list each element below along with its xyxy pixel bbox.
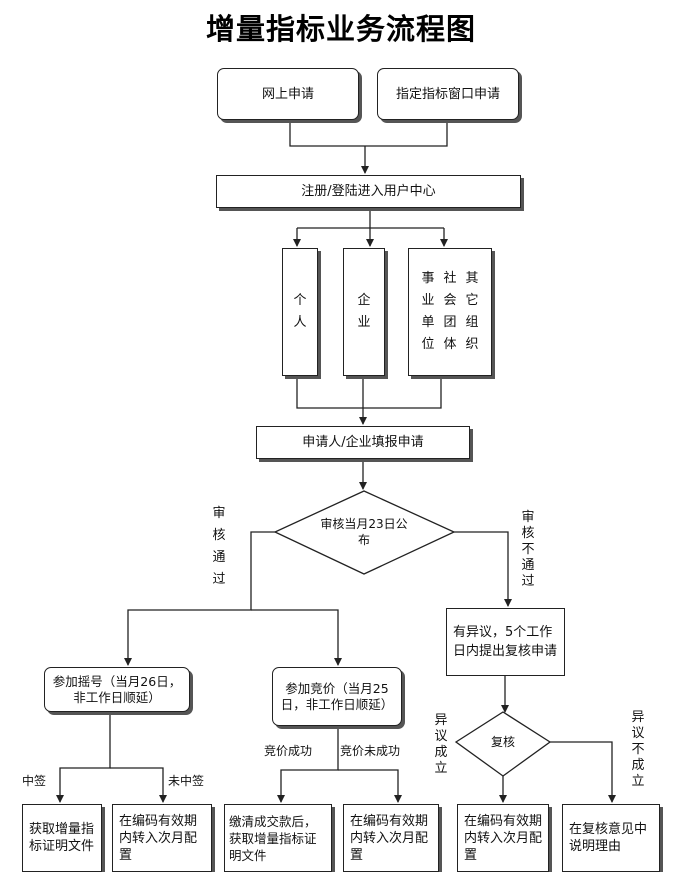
page-title: 增量指标业务流程图 [205, 12, 476, 46]
other-orgs-col-1: 其它组织 [465, 271, 479, 352]
lottery-label: 参加摇号（当月26日，非工作日顺延） [52, 673, 182, 705]
individual-label: 个人 [293, 293, 307, 330]
window-apply-label: 指定指标窗口申请 [395, 86, 500, 102]
label-objection-valid: 异议成立 [434, 713, 448, 776]
register-login-box: 注册/登陆进入用户中心 [216, 175, 521, 208]
carry-next-bid-label: 在编码有效期内转入次月配置 [350, 813, 429, 863]
connector-to-bidding [251, 609, 342, 666]
enterprise-box: 企业 [343, 248, 385, 376]
connector-window [365, 120, 448, 147]
objection-box: 有异议，5个工作日内提出复核申请 [446, 608, 565, 676]
online-apply-box: 网上申请 [217, 68, 359, 120]
fill-apply-box: 申请人/企业填报申请 [256, 426, 470, 459]
bidding-box: 参加竞价（当月25日，非工作日顺延） [272, 667, 402, 726]
connector-recheck-invalid [550, 741, 616, 803]
review-decision-label: 审核当月23日公布 [320, 517, 408, 547]
label-bid-success: 竞价成功 [264, 744, 313, 758]
connector-review-fail [454, 531, 512, 607]
connector-bid-fail [338, 769, 402, 803]
label-not-win: 未中签 [168, 774, 205, 788]
decision-review-diamond [273, 490, 456, 575]
enterprise-label: 企业 [357, 293, 371, 330]
online-apply-label: 网上申请 [261, 86, 314, 102]
label-win: 中签 [22, 774, 47, 788]
explain-reason-label: 在复核意见中说明理由 [569, 822, 648, 854]
connector-online [289, 120, 365, 147]
label-objection-invalid: 异议不成立 [631, 710, 645, 789]
carry-next-recheck-box: 在编码有效期内转入次月配置 [457, 804, 549, 872]
lottery-box: 参加摇号（当月26日，非工作日顺延） [44, 667, 190, 712]
label-review-fail: 审核不通过 [521, 510, 535, 589]
bidding-label: 参加竞价（当月25日，非工作日顺延） [280, 680, 394, 712]
explain-reason-box: 在复核意见中说明理由 [562, 804, 660, 872]
pay-get-cert-box: 缴清成交款后，获取增量指标证明文件 [224, 804, 332, 872]
connector-bid-down [277, 726, 339, 803]
pay-get-cert-label: 缴清成交款后，获取增量指标证明文件 [229, 813, 317, 863]
decision-recheck-diamond [454, 711, 552, 777]
other-orgs-box: 其它组织 社会团体 事业单位 [408, 248, 492, 376]
carry-next-recheck-label: 在编码有效期内转入次月配置 [464, 813, 543, 863]
connector-individual-down [296, 376, 442, 409]
register-login-label: 注册/登陆进入用户中心 [301, 184, 436, 199]
window-apply-box: 指定指标窗口申请 [377, 68, 519, 120]
objection-label: 有异议，5个工作日内提出复核申请 [453, 625, 558, 659]
get-cert-lottery-box: 获取增量指标证明文件 [22, 804, 102, 872]
label-review-pass: 审核通过 [212, 506, 226, 587]
carry-next-bid-box: 在编码有效期内转入次月配置 [343, 804, 439, 872]
individual-box: 个人 [282, 248, 318, 376]
connector-lottery-notwin [110, 767, 167, 803]
recheck-label: 复核 [490, 735, 515, 749]
connector-review-pass [124, 531, 275, 666]
fill-apply-label: 申请人/企业填报申请 [302, 435, 424, 450]
connector-lottery-down [56, 712, 111, 803]
carry-next-lottery-box: 在编码有效期内转入次月配置 [112, 804, 212, 872]
other-orgs-col-2: 社会团体 [443, 271, 457, 352]
get-cert-lottery-label: 获取增量指标证明文件 [29, 822, 95, 854]
carry-next-lottery-label: 在编码有效期内转入次月配置 [119, 813, 198, 863]
other-orgs-col-3: 事业单位 [421, 271, 435, 352]
label-bid-fail: 竞价未成功 [340, 744, 401, 758]
